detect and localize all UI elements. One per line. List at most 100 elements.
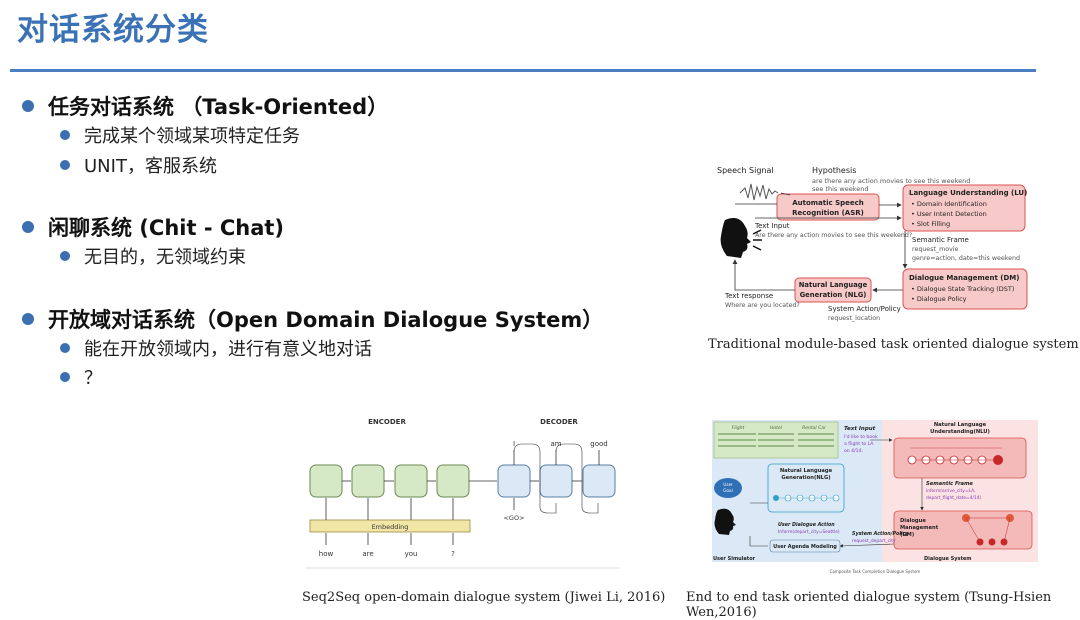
e2e-semantic-frame-text: inform(arrive_city=LA, [926,488,975,494]
nlu-label-1: Natural Language [934,422,987,428]
output-token: am [550,440,561,448]
lu-item: • Slot Filling [911,220,950,228]
embedding-label: Embedding [372,523,409,531]
input-token: how [319,550,334,558]
kb-row [718,433,756,435]
text-response-text: Where are you located? [725,302,800,309]
sub-bullet-text: ？ [84,368,102,389]
sub-bullet-text: 能在开放领域内，进行有意义地对话 [84,339,372,360]
user-dialogue-action-label: User Dialogue Action [778,522,835,528]
decoder-label: DECODER [540,418,578,426]
bullet-dot-icon [60,130,70,140]
text-input-label: Text Input [754,222,790,230]
encoder-cell [351,464,385,498]
asr-box [776,193,880,221]
sub-bullet: 能在开放领域内，进行有意义地对话 [60,335,372,361]
bullet-dot-icon [22,313,34,325]
sub-bullet-text: 完成某个领域某项特定任务 [84,126,300,147]
nlg-label-2: Generation (NLG) [800,291,867,299]
e2e-system-action-text: request_depart_city [852,538,896,544]
bullet-open-domain: 开放域对话系统（Open Domain Dialogue System） [22,304,603,334]
arrow [839,543,895,548]
decoder-cell [582,464,616,498]
sub-bullet: 无目的，无领域约束 [60,243,246,269]
bullet-dot-icon [60,160,70,170]
user-agenda-label: User Agenda Modeling [773,544,837,550]
asr-label-2: Recognition (ASR) [792,209,864,217]
output-token: good [590,440,607,448]
kb-row [798,433,834,435]
user-goal-label-1: User [723,482,733,487]
e2e-text-input-text: a flight to LA [844,441,874,447]
sub-bullet-text: UNIT，客服系统 [84,156,217,177]
encoder-cell [309,464,343,498]
lu-box [902,184,1026,232]
speaking-icon [752,229,762,251]
e2e-nlg-label-2: Generation(NLG) [781,475,830,481]
input-token: are [362,550,373,558]
user-goal-icon [714,478,742,498]
system-action-label: System Action/Policy [828,305,901,313]
speech-signal-label: Speech Signal [717,166,774,175]
bullet-text: 任务对话系统 （Task-Oriented） [48,95,389,119]
e2e-dm-label-2: Management [900,525,939,531]
e2e-footer: Composite Task Completion Dialogue Syste… [830,569,921,574]
bullet-chit-chat: 闲聊系统 (Chit - Chat) [22,212,284,242]
text-response-label: Text response [724,292,773,300]
kb-row [758,445,794,447]
nlu-node [907,455,917,465]
e2e-dm-box [893,510,1033,550]
kb-header: Hotel [770,425,783,431]
output-token: I [513,440,515,448]
figure-caption-task: Traditional module-based task oriented d… [708,337,1079,352]
lu-title: Language Understanding (LU) [909,189,1027,197]
feedback-arrow [513,443,557,514]
kb-row [758,433,794,435]
hypothesis-text: are there any action movies to see this … [812,177,970,185]
embedding-layer [309,519,471,533]
encoder-cell [394,464,428,498]
semantic-frame-text: request_movie [912,246,959,253]
kb-header: Flight [732,425,745,431]
nlu-node [993,455,1003,465]
sub-bullet-text: 无目的，无领域约束 [84,247,246,268]
asr-label-1: Automatic Speech [792,199,864,207]
e2e-text-input-label: Text Input [844,426,876,432]
user-dialogue-action-text: Inform(depart_city=Seattle) [778,529,840,535]
seq2seq-diagram: ENCODER DECODER Embedding how are you ? … [305,418,620,569]
dm-box [902,268,1028,310]
kb-header: Rental Car [802,425,827,431]
e2e-dm-label-1: Dialogue [900,518,926,524]
e2e-semantic-frame-text: depart_flight_date=4/14) [926,495,982,501]
sub-bullet: ？ [60,364,102,390]
go-token: <GO> [503,514,524,522]
waveform-icon [739,183,779,201]
bullet-text: 闲聊系统 (Chit - Chat) [48,216,285,240]
e2e-text-input-text: I'd like to book [844,434,878,440]
encoder-cell [436,464,470,498]
kb-row [718,439,756,441]
user-head-icon [714,508,736,535]
input-token: ? [451,550,455,558]
system-action-text: request_location [828,315,880,322]
bullet-dot-icon [60,251,70,261]
e2e-semantic-frame-label: Semantic Frame [926,481,973,487]
lu-item: • Domain Identification [911,200,987,208]
dm-node [988,538,996,546]
bullet-dot-icon [22,100,34,112]
kb-row [798,445,834,447]
e2e-nlg-label-1: Natural Language [780,468,833,474]
nlg-label-1: Natural Language [799,281,868,289]
encoder-label: ENCODER [368,418,406,426]
sub-bullet: UNIT，客服系统 [60,152,217,178]
hypothesis-text-2: see this weekend [812,185,868,193]
semantic-frame-slots: genre=action, date=this weekend [912,255,1020,262]
kb-row [798,439,834,441]
decoder-cell [539,464,573,498]
user-agenda-box [769,539,841,553]
dm-item: • Dialogue Policy [911,295,967,303]
kb-row [758,439,794,441]
bullet-task-oriented: 任务对话系统 （Task-Oriented） [22,91,388,121]
sub-bullet: 完成某个领域某项特定任务 [60,122,300,148]
lu-item: • User Intent Detection [911,210,987,218]
